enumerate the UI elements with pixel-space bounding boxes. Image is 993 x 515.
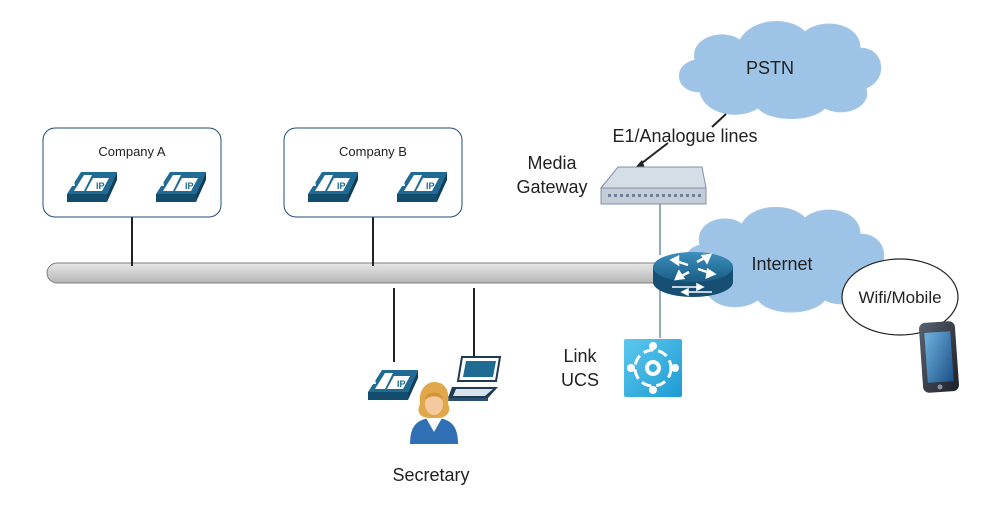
network-backbone	[46, 262, 673, 284]
router-icon	[653, 252, 733, 297]
company-b-box: Company B	[283, 127, 463, 218]
ip-phone-icon	[368, 370, 418, 400]
internet-cloud: Internet	[684, 206, 885, 313]
internet-label: Internet	[751, 254, 812, 274]
media-gateway-icon	[599, 166, 707, 205]
pstn-cloud: PSTN	[678, 21, 882, 119]
lines-connector: E1/Analogue lines	[612, 113, 758, 170]
media-gateway-label-1: Media	[527, 153, 577, 173]
laptop-icon	[448, 356, 502, 401]
pstn-label: PSTN	[746, 58, 794, 78]
media-gateway-label-2: Gateway	[516, 177, 587, 197]
secretary-label: Secretary	[392, 465, 469, 485]
company-b-label: Company B	[339, 144, 407, 159]
link-ucs-label-1: Link	[563, 346, 597, 366]
link-ucs-label-2: UCS	[561, 370, 599, 390]
company-a-box: Company A	[42, 127, 222, 218]
ucs-icon	[624, 339, 682, 397]
smartphone-icon	[919, 321, 959, 393]
connection-lines	[131, 217, 475, 362]
mobile-bubble: Wifi/Mobile	[841, 258, 959, 336]
person-icon	[410, 382, 458, 444]
company-a-label: Company A	[98, 144, 166, 159]
lines-label: E1/Analogue lines	[612, 126, 757, 146]
mobile-label: Wifi/Mobile	[858, 288, 941, 307]
